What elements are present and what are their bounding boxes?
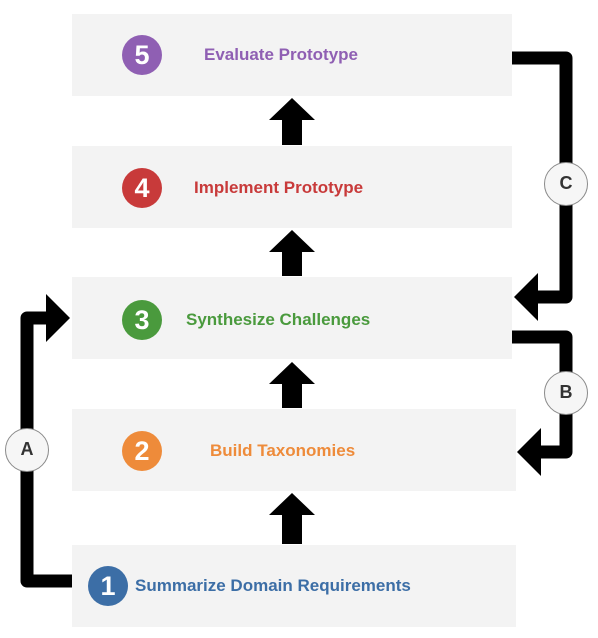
arrow-1-to-2 [269, 493, 315, 544]
step-1-label: Summarize Domain Requirements [135, 576, 411, 595]
loop-b-marker: B [544, 371, 588, 415]
arrow-2-to-3 [269, 362, 315, 408]
step-4-label: Implement Prototype [194, 178, 364, 197]
loop-a-marker: A [5, 428, 49, 472]
arrow-4-to-5 [269, 98, 315, 145]
loop-c-marker: C [544, 162, 588, 206]
step-1-number-badge: 1 [88, 566, 128, 606]
step-4-number-badge: 4 [122, 168, 162, 208]
arrow-3-to-4 [269, 230, 315, 276]
loop-c-arrowhead [514, 273, 538, 321]
loop-a-arrowhead [46, 294, 70, 342]
step-5-label: Evaluate Prototype [204, 45, 358, 64]
step-3-label: Synthesize Challenges [186, 310, 371, 329]
step-1-box [72, 545, 516, 627]
step-3-number-badge: 3 [122, 300, 162, 340]
step-2-number-badge: 2 [122, 431, 162, 471]
loop-b-arrowhead [517, 428, 541, 476]
step-2-label: Build Taxonomies [210, 441, 356, 460]
step-5-number-badge: 5 [122, 35, 162, 75]
